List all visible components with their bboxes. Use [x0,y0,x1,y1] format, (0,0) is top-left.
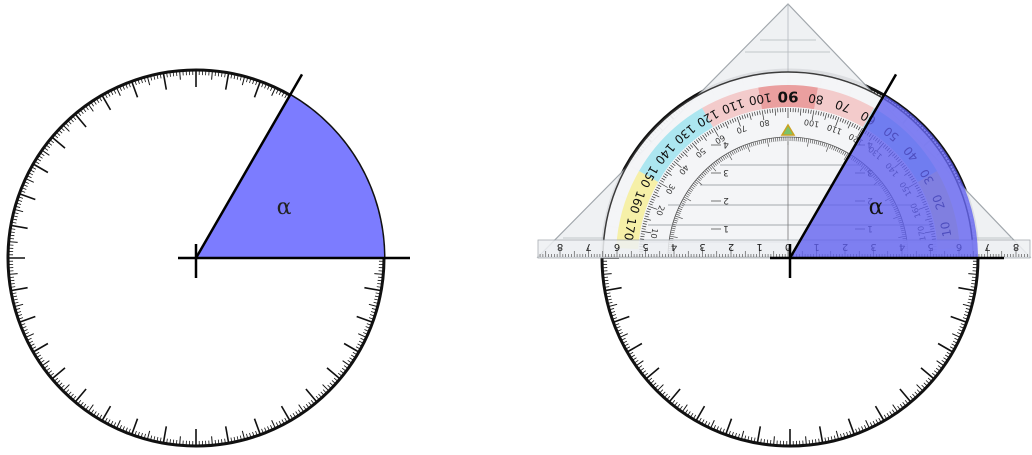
ruler-label: 8 [1013,241,1019,252]
dial-tick [215,71,216,76]
left-angle-label: α [277,195,292,220]
ruler-label: 7 [984,241,990,252]
dial-tick [809,440,810,445]
ruler-label: 7 [585,241,591,252]
ruler-label: 8 [557,241,563,252]
ruler-label: 5 [642,241,648,252]
ruler-label: 4 [671,241,677,252]
vertical-scale-label: 4 [723,139,729,149]
vertical-scale-label: 1 [723,223,729,233]
ruler-label: 3 [699,241,705,252]
dial-tick [603,277,608,278]
ruler-label: 6 [614,241,620,252]
protractor-outer-label: 80 [807,91,824,107]
right-angle-label: α [869,195,884,220]
right-angle-figure-with-protractor: 1020304050607080901001101201301401501601… [538,4,1030,446]
dial-tick [9,277,14,278]
vertical-scale-label: 3 [723,167,729,177]
vertical-scale-label: 2 [723,195,729,205]
dial-tick [176,71,177,76]
ruler-label: 2 [728,241,734,252]
protractor-inner-label: 80 [759,118,771,129]
dial-tick [770,440,771,445]
ruler-label: 1 [756,241,762,252]
dial-tick [9,238,14,239]
dial-tick [215,440,216,445]
dial-tick [176,440,177,445]
protractor-inner-label: 10 [649,228,660,240]
left-angle-figure: α [8,70,410,446]
protractor-outer-label: 90 [778,88,799,106]
dial-tick [378,277,383,278]
dial-tick [972,277,977,278]
